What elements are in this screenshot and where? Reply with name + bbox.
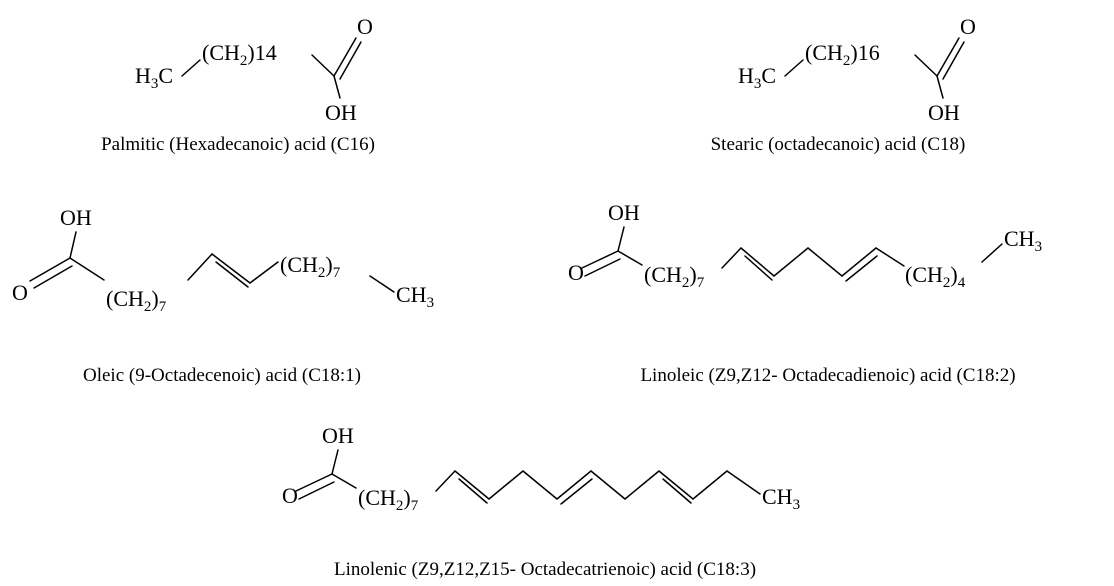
linoleic-double-bond <box>744 255 773 281</box>
palmitic-bond <box>311 54 335 77</box>
linolenic-double-bond <box>458 478 488 504</box>
palmitic-caption: Palmitic (Hexadecanoic) acid (C16) <box>101 134 375 155</box>
linoleic-carbonyl-bond <box>584 258 621 277</box>
palmitic-carbonyl-bond <box>333 37 357 77</box>
linolenic-methyl: CH3 <box>762 484 800 513</box>
stearic-carbonyl-bond <box>936 37 960 77</box>
linoleic-carbonyl-bond <box>581 250 619 269</box>
stearic-methyl-group: H3C <box>738 63 776 92</box>
stearic-oxygen: O <box>960 14 976 39</box>
oleic-bond <box>249 261 279 284</box>
linolenic-bond <box>624 470 660 500</box>
linolenic-double-bond <box>556 470 592 500</box>
oleic-caption: Oleic (9-Octadecenoic) acid (C18:1) <box>83 365 361 386</box>
linolenic-caption: Linolenic (Z9,Z12,Z15- Octadecatrienoic)… <box>334 559 756 580</box>
linolenic-hydroxyl-bond <box>331 449 339 475</box>
stearic-structure: H3C (CH2)16 O OH Stearic (octadecanoic) … <box>711 14 976 155</box>
linolenic-double-bond <box>658 470 694 500</box>
oleic-bond <box>369 275 395 293</box>
oleic-bond <box>69 257 105 281</box>
linoleic-double-bond <box>740 247 775 277</box>
stearic-carbonyl-bond <box>942 41 965 80</box>
stearic-hydroxyl: OH <box>928 100 960 125</box>
linolenic-bond <box>522 470 558 500</box>
stearic-bond <box>784 59 804 77</box>
linolenic-bond <box>692 470 728 500</box>
linoleic-bond <box>721 247 742 269</box>
linolenic-bond <box>488 470 524 500</box>
oleic-hydroxyl-bond <box>69 231 77 259</box>
stearic-chain-label: (CH2)16 <box>805 40 880 69</box>
linoleic-double-bond <box>841 247 877 277</box>
palmitic-oxygen: O <box>357 14 373 39</box>
oleic-hydroxyl: OH <box>60 205 92 230</box>
palmitic-hydroxyl-bond <box>333 75 341 99</box>
linoleic-hydroxyl-bond <box>617 226 625 252</box>
oleic-bond <box>187 253 213 281</box>
linolenic-bond <box>435 470 456 492</box>
linoleic-bond <box>981 243 1003 263</box>
linoleic-bond <box>875 247 905 267</box>
linolenic-bond <box>590 470 626 500</box>
linoleic-double-bond <box>845 255 878 282</box>
oleic-carbonyl-bond <box>33 265 73 289</box>
palmitic-chain-label: (CH2)14 <box>202 40 277 69</box>
linolenic-carbonyl-bond <box>295 473 333 492</box>
oleic-double-bond <box>215 261 249 288</box>
oleic-carbonyl-bond <box>29 257 71 282</box>
linolenic-double-bond <box>560 478 593 505</box>
linolenic-bond <box>331 473 357 489</box>
linoleic-chain2-label: (CH2)4 <box>905 262 966 291</box>
oleic-chain2-label: (CH2)7 <box>280 252 341 281</box>
linoleic-caption: Linoleic (Z9,Z12- Octadecadienoic) acid … <box>640 365 1015 386</box>
linolenic-double-bond <box>662 478 692 504</box>
linolenic-hydroxyl: OH <box>322 423 354 448</box>
linolenic-oxygen: O <box>282 483 298 508</box>
linolenic-structure: OH O (CH2)7 CH3 Linolenic (Z9,Z12,Z15- O… <box>282 423 800 580</box>
linoleic-oxygen: O <box>568 260 584 285</box>
palmitic-bond <box>181 59 201 77</box>
linolenic-chain1-label: (CH2)7 <box>358 485 419 514</box>
linoleic-chain1-label: (CH2)7 <box>644 262 705 291</box>
linoleic-bond <box>773 247 809 277</box>
linolenic-double-bond <box>454 470 490 500</box>
palmitic-carbonyl-bond <box>339 41 362 80</box>
stearic-bond <box>914 54 938 77</box>
oleic-methyl: CH3 <box>396 282 434 311</box>
oleic-oxygen: O <box>12 280 28 305</box>
linolenic-carbonyl-bond <box>298 481 335 500</box>
stearic-caption: Stearic (octadecanoic) acid (C18) <box>711 134 966 155</box>
stearic-hydroxyl-bond <box>936 75 944 99</box>
linoleic-methyl: CH3 <box>1004 226 1042 255</box>
linoleic-bond <box>807 247 843 277</box>
oleic-structure: OH O (CH2)7 (CH2)7 CH3 Oleic (9-Octadece… <box>12 205 434 386</box>
palmitic-hydroxyl: OH <box>325 100 357 125</box>
oleic-double-bond <box>211 253 251 284</box>
linolenic-bond <box>726 470 761 495</box>
linoleic-structure: OH O (CH2)7 (CH2)4 CH3 Linoleic (Z9,Z12-… <box>568 200 1042 386</box>
palmitic-structure: H3C (CH2)14 O OH Palmitic (Hexadecanoic)… <box>101 14 375 155</box>
linoleic-bond <box>617 250 643 266</box>
palmitic-methyl-group: H3C <box>135 63 173 92</box>
oleic-chain1-label: (CH2)7 <box>106 286 167 315</box>
linoleic-hydroxyl: OH <box>608 200 640 225</box>
